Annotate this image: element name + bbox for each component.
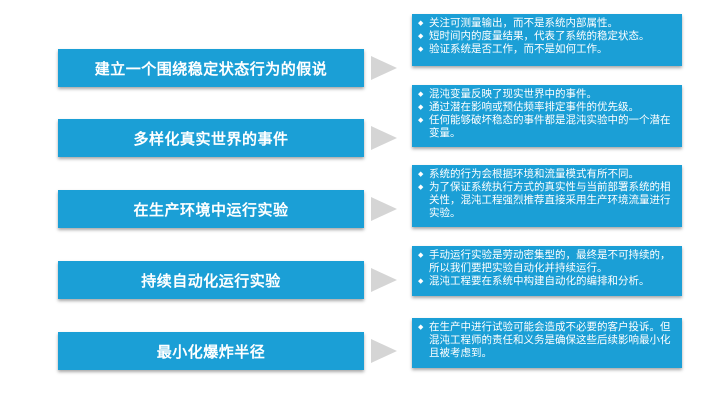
- arrow-icon: [371, 56, 397, 80]
- bullet-item: 通过潜在影响或预估频率排定事件的优先级。: [418, 101, 677, 114]
- bullet-item: 任何能够破坏稳态的事件都是混沌实验中的一个潜在变量。: [418, 114, 677, 140]
- bullet-item: 混沌工程要在系统中构建自动化的编排和分析。: [418, 275, 677, 288]
- bullet-item: 混沌变量反映了现实世界中的事件。: [418, 88, 677, 101]
- principle-title-4: 持续自动化运行实验: [58, 261, 364, 299]
- bullet-item: 系统的行为会根据环境和流量模式有所不同。: [418, 168, 677, 181]
- principle-details-1: 关注可测量输出，而不是系统内部属性。 短时间内的度量结果，代表了系统的稳定状态。…: [412, 14, 682, 66]
- principle-title-2: 多样化真实世界的事件: [58, 119, 364, 157]
- principle-details-4: 手动运行实验是劳动密集型的，最终是不可持续的，所以我们要把实验自动化并持续运行。…: [412, 246, 682, 296]
- bullet-item: 关注可测量输出，而不是系统内部属性。: [418, 17, 677, 30]
- arrow-icon: [371, 268, 397, 292]
- principle-details-3: 系统的行为会根据环境和流量模式有所不同。 为了保证系统执行方式的真实性与当前部署…: [412, 165, 682, 227]
- principle-details-5: 在生产中进行试验可能会造成不必要的客户投诉。但混沌工程师的责任和义务是确保这些后…: [412, 318, 682, 368]
- bullet-item: 手动运行实验是劳动密集型的，最终是不可持续的，所以我们要把实验自动化并持续运行。: [418, 249, 677, 275]
- bullet-item: 在生产中进行试验可能会造成不必要的客户投诉。但混沌工程师的责任和义务是确保这些后…: [418, 321, 677, 360]
- principle-title-5: 最小化爆炸半径: [58, 332, 364, 370]
- bullet-item: 验证系统是否工作，而不是如何工作。: [418, 43, 677, 56]
- principle-title-1: 建立一个围绕稳定状态行为的假说: [58, 49, 364, 87]
- bullet-item: 为了保证系统执行方式的真实性与当前部署系统的相关性，混沌工程强烈推荐直接采用生产…: [418, 181, 677, 220]
- arrow-icon: [371, 197, 397, 221]
- arrow-icon: [371, 126, 397, 150]
- principle-details-2: 混沌变量反映了现实世界中的事件。 通过潜在影响或预估频率排定事件的优先级。 任何…: [412, 85, 682, 147]
- arrow-icon: [371, 339, 397, 363]
- bullet-item: 短时间内的度量结果，代表了系统的稳定状态。: [418, 30, 677, 43]
- principle-title-3: 在生产环境中运行实验: [58, 190, 364, 228]
